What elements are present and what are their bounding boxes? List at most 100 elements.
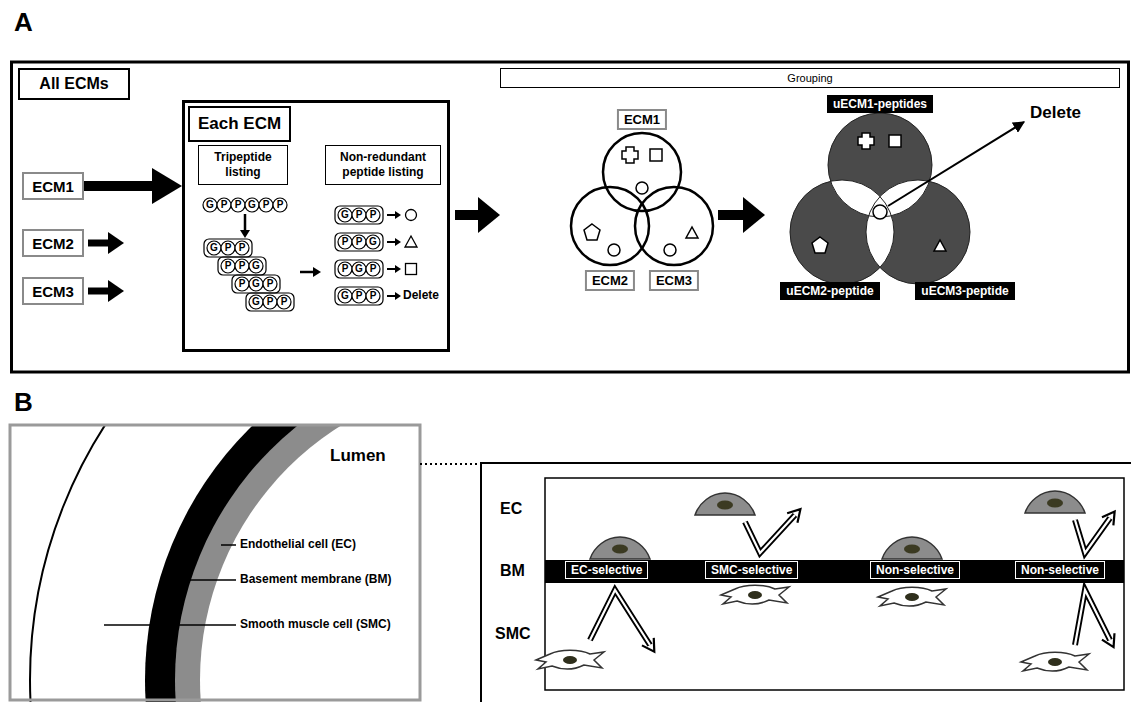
unique-venn — [888, 122, 1024, 206]
amino-acid-letter: P — [225, 243, 232, 253]
amino-acid-letter: P — [281, 297, 288, 307]
node-text: Each ECM — [188, 106, 291, 142]
amino-acid-letter: G — [369, 237, 377, 247]
amino-acid-letter: P — [370, 291, 377, 301]
amino-acid-circle — [366, 208, 380, 222]
row-arrow — [395, 211, 401, 219]
amino-acid-letter: P — [342, 264, 349, 274]
unique-venn — [866, 180, 970, 284]
zoom-inner-frame — [545, 478, 1124, 690]
vessel-wall — [10, 425, 420, 700]
venn-symbol — [622, 147, 638, 163]
row-arrow — [387, 295, 396, 297]
node-text: uECM1-peptides — [833, 97, 927, 111]
node-text: ECM1 — [32, 178, 74, 195]
venn-symbol — [686, 227, 698, 238]
amino-acid-letter: P — [342, 237, 349, 247]
tripeptide-box — [246, 293, 294, 311]
amino-acid-letter: G — [341, 210, 349, 220]
row-arrow — [387, 211, 401, 300]
unique-venn — [828, 113, 932, 217]
double-arrow — [1075, 518, 1110, 553]
tripeptide-box — [232, 275, 280, 293]
section-header: Grouping — [500, 68, 1120, 88]
unique-venn — [934, 240, 946, 251]
process-arrow — [300, 271, 314, 274]
amino-acid-letter: P — [225, 261, 232, 271]
amino-acid-circle — [366, 262, 380, 276]
tripeptide-box — [335, 233, 383, 251]
double-arrow — [745, 515, 795, 553]
panel-letter: B — [14, 388, 33, 418]
amino-acid-letter: G — [206, 200, 214, 210]
amino-acid-letter: P — [239, 243, 246, 253]
node-text: All ECMs — [39, 75, 108, 93]
layer-label: SMC — [495, 625, 531, 643]
layer-label: BM — [500, 562, 525, 580]
node-text: Grouping — [787, 72, 832, 84]
amino-acid-letter: P — [356, 291, 363, 301]
cell — [590, 537, 650, 559]
amino-acid-letter: P — [356, 237, 363, 247]
venn-symbol — [608, 244, 620, 256]
small-arrow — [88, 232, 124, 302]
small-arrow — [108, 232, 124, 254]
cell — [721, 585, 789, 604]
amino-acid-circle — [277, 295, 291, 309]
node-text: Non-redundant peptide listing — [329, 150, 437, 180]
process-arrow — [313, 267, 321, 277]
unique-venn — [790, 113, 1024, 284]
row-arrow — [387, 214, 396, 216]
big-arrow — [478, 197, 500, 233]
venn-symbol — [650, 149, 662, 161]
cell — [1021, 652, 1089, 671]
amino-acid-circle — [249, 295, 263, 309]
amino-acid-circle — [366, 289, 380, 303]
vessel-wall — [145, 425, 420, 702]
node-text: EC-selective — [571, 563, 642, 577]
set-label: ECM2 — [585, 270, 635, 291]
node-text: ECM3 — [32, 283, 74, 300]
cell — [536, 650, 604, 669]
venn-circle: ECM1 — [602, 132, 682, 212]
unique-venn — [858, 133, 874, 149]
amino-acid-letter: G — [355, 264, 363, 274]
cell — [695, 493, 755, 515]
tripeptide-box — [204, 206, 383, 311]
arrow-head — [152, 168, 182, 204]
unique-venn — [866, 180, 970, 284]
amino-acid-letter: P — [239, 279, 246, 289]
tripeptide-box — [335, 206, 383, 224]
amino-acid-circle — [338, 208, 352, 222]
peptide-chain — [203, 198, 217, 212]
amino-acid-circle — [352, 235, 366, 249]
row-arrow — [395, 238, 401, 246]
amino-acid-circle — [235, 241, 249, 255]
delete-note: Delete — [403, 289, 439, 303]
amino-acid-letter: G — [248, 200, 256, 210]
venn-outline — [635, 187, 713, 265]
cell — [1025, 491, 1085, 513]
node-text: Tripeptide listing — [202, 150, 284, 180]
big-arrow — [455, 210, 479, 220]
venn-outline — [634, 186, 714, 266]
connector-arrow — [84, 168, 182, 204]
peptide-symbol — [405, 210, 417, 275]
unique-set-label: uECM3-peptide — [915, 282, 1014, 300]
leader-line — [104, 624, 236, 626]
zoom-frame — [481, 463, 1131, 702]
unique-venn — [873, 205, 887, 219]
double-arrow — [1075, 590, 1110, 645]
zoom-line — [420, 463, 480, 465]
vessel-wall — [10, 210, 970, 702]
peptide-chain — [217, 198, 231, 212]
amino-acid-letter: P — [356, 210, 363, 220]
big-arrow — [718, 210, 744, 220]
venn-outline — [602, 132, 682, 212]
amino-acid-circle — [235, 277, 249, 291]
layer-label: EC — [500, 500, 522, 518]
big-arrow — [455, 197, 765, 233]
